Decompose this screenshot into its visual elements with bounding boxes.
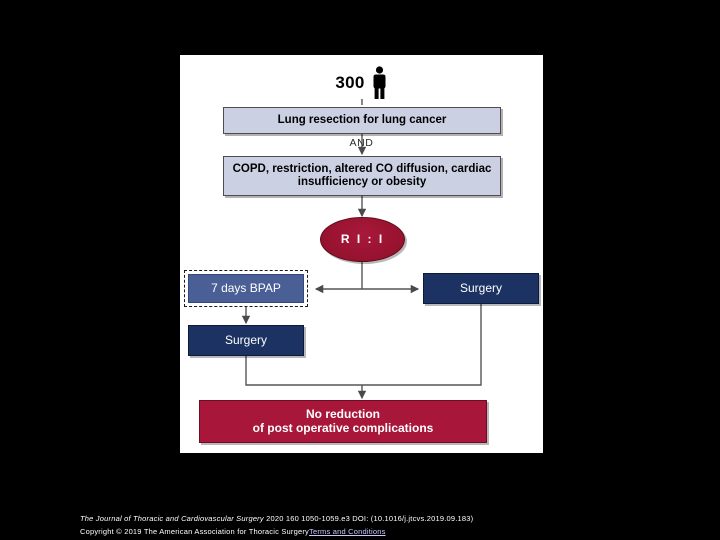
box-outcome[interactable]: No reduction of post operative complicat… xyxy=(199,400,487,443)
box-surgery-control-arm[interactable]: Surgery xyxy=(423,273,539,304)
terms-and-conditions-link[interactable]: Terms and Conditions xyxy=(309,527,386,536)
outcome-line-1: No reduction xyxy=(305,406,380,421)
box-lung-resection[interactable]: Lung resection for lung cancer xyxy=(223,107,501,134)
person-icon xyxy=(371,65,388,100)
randomisation-ellipse[interactable]: R I : I xyxy=(320,217,405,262)
journal-citation-line: The Journal of Thoracic and Cardiovascul… xyxy=(80,512,640,525)
journal-title: The Journal of Thoracic and Cardiovascul… xyxy=(80,514,264,523)
box-7-days-bpap[interactable]: 7 days BPAP xyxy=(188,274,304,303)
outcome-line-2: of post operative complications xyxy=(252,420,434,435)
box-surgery-intervention-arm[interactable]: Surgery xyxy=(188,325,304,356)
citation-details: 2020 160 1050-1059.e3 DOI: (10.1016/j.jt… xyxy=(266,514,474,523)
copyright-line: Copyright © 2019 The American Associatio… xyxy=(80,525,640,538)
population-count: 300 xyxy=(335,72,365,92)
box-comorbidity-criteria[interactable]: COPD, restriction, altered CO diffusion,… xyxy=(223,156,501,196)
population-row: 300 xyxy=(180,60,543,105)
bpap-selection-frame[interactable]: 7 days BPAP xyxy=(184,270,308,307)
copyright-text: Copyright © 2019 The American Associatio… xyxy=(80,527,310,536)
connector-label-and: AND xyxy=(349,137,374,149)
slide-canvas: 300 Lung resection for lung cancer AND C… xyxy=(180,55,543,453)
footer-citation: The Journal of Thoracic and Cardiovascul… xyxy=(80,512,640,538)
